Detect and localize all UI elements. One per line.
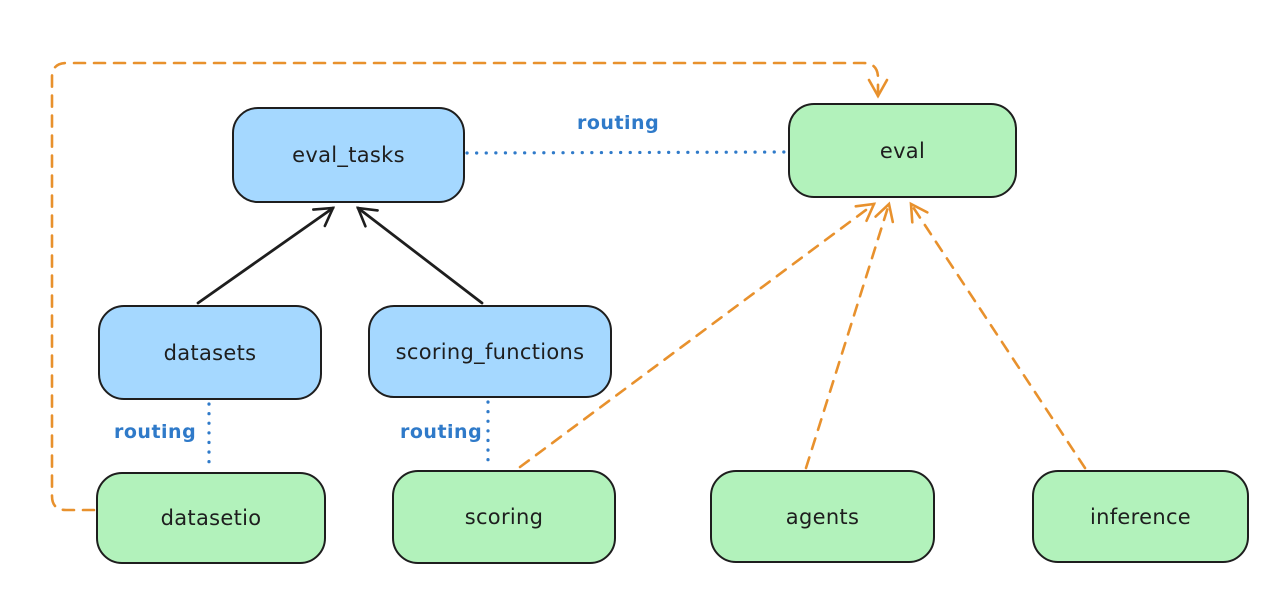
node-inference-label: inference (1089, 504, 1192, 529)
edge-scoring-to-eval-dashed (518, 202, 877, 469)
node-eval-label: eval (879, 138, 926, 163)
node-datasets-label: datasets (163, 340, 257, 365)
node-eval: eval (788, 103, 1017, 198)
node-agents: agents (710, 470, 935, 563)
edge-inference-to-eval-dashed (909, 201, 1087, 470)
node-scoring-label: scoring (464, 505, 544, 529)
node-datasetio: datasetio (96, 472, 326, 564)
routing-label-top: routing (577, 112, 660, 134)
routing-label-scoring: routing (400, 421, 483, 443)
edge-datasetio-to-eval-dashed (50, 61, 889, 512)
node-scoring-functions: scoring_functions (368, 305, 612, 398)
edge-agents-to-eval-dashed (804, 201, 895, 470)
node-eval-tasks-label: eval_tasks (292, 143, 405, 167)
node-eval-tasks: eval_tasks (232, 107, 465, 203)
edge-scoring-functions-to-eval-tasks (355, 206, 484, 305)
routing-label-datasetio: routing (114, 421, 197, 443)
node-datasets: datasets (98, 305, 322, 400)
edge-datasets-to-eval-tasks (196, 206, 336, 305)
node-inference: inference (1032, 470, 1249, 563)
node-datasetio-label: datasetio (160, 506, 262, 530)
node-agents-label: agents (785, 504, 860, 529)
node-scoring: scoring (392, 470, 616, 564)
edge-eval-tasks-to-eval-routing (465, 150, 788, 155)
node-scoring-functions-label: scoring_functions (395, 339, 585, 364)
